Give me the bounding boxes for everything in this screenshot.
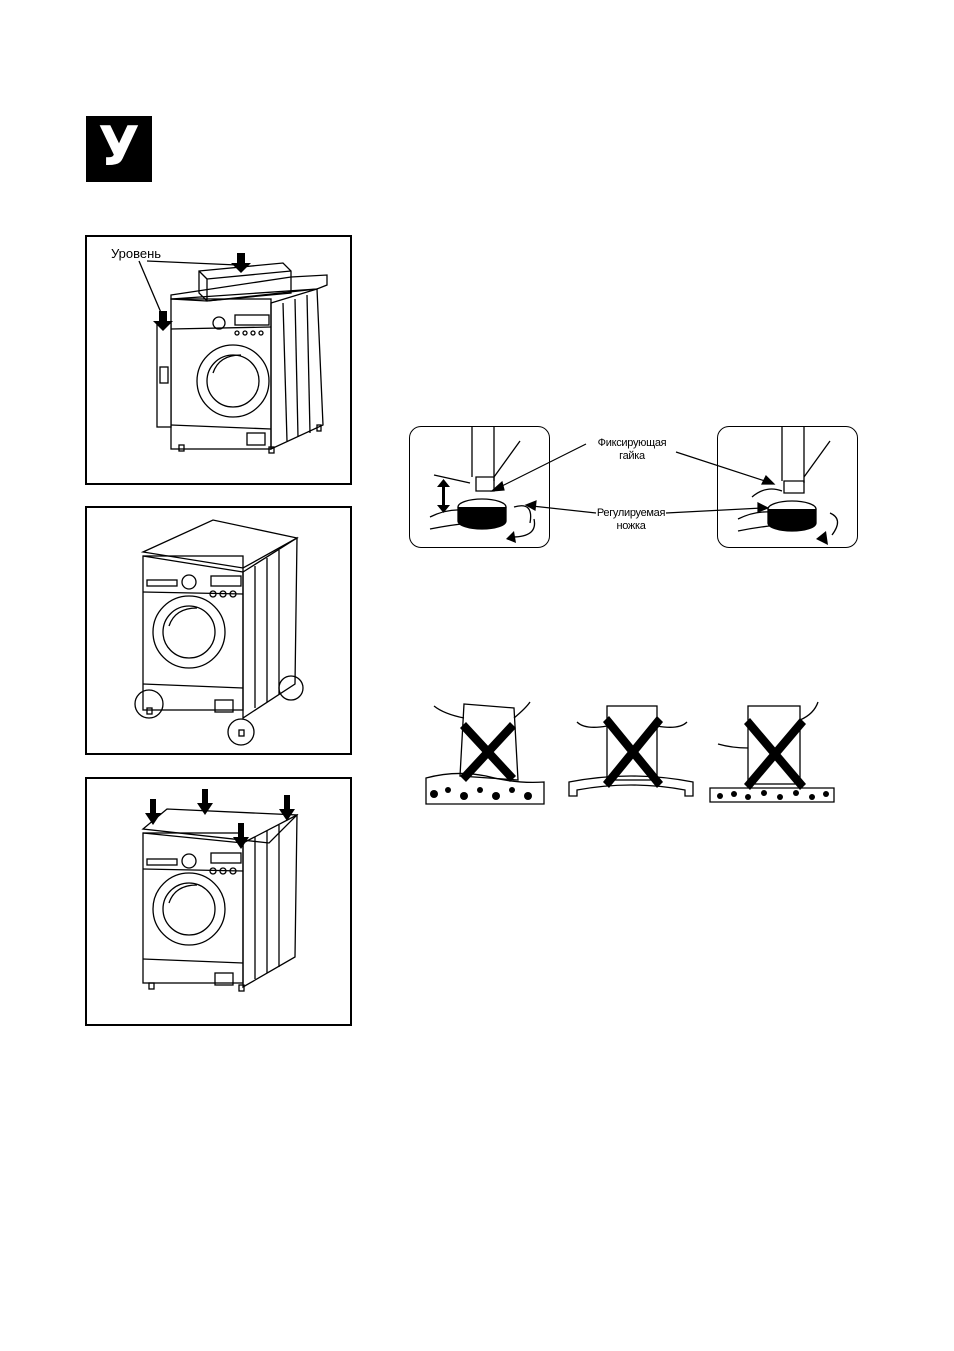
foot-adjust-up-down-inset [409,426,550,548]
wrong-rough-floor-icon [706,698,838,808]
feet-location-illustration [85,506,352,755]
wrong-uneven-floor-icon [414,698,546,808]
foot-lock-nut-inset [717,426,858,548]
section-badge: У [86,116,152,182]
wrench-foot-drawing-left [410,427,550,548]
stability-check-illustration [85,777,352,1026]
washer-with-level-drawing [87,237,350,483]
wrong-soft-floor-icon [565,698,697,808]
level-check-illustration: Уровень [85,235,352,485]
washer-feet-drawing [87,508,350,753]
washer-press-corners-drawing [87,779,350,1024]
wrench-foot-drawing-right [718,427,858,548]
level-label: Уровень [111,247,161,260]
